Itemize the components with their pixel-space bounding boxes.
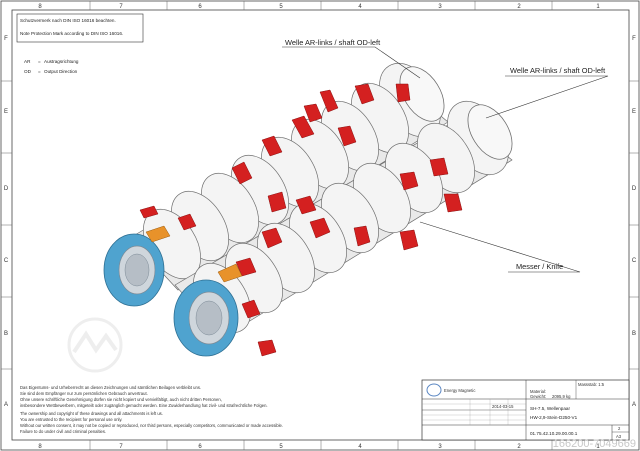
clamp-blocks	[145, 225, 243, 283]
grid-label-right: B	[632, 331, 636, 337]
grid-label-bottom: 3	[438, 444, 442, 450]
disclaimer-line: Failure to do under civil and criminal p…	[20, 429, 106, 434]
legend-text: Output Direction	[44, 69, 78, 74]
callout-shaft-left-1: Welle AR-links / shaft OD-left	[285, 38, 380, 47]
grid-label-right: D	[632, 186, 637, 192]
grid-label-top: 7	[119, 4, 123, 10]
legend-code: AR	[24, 59, 31, 64]
weight-value: 2095,9 kg	[552, 394, 571, 399]
legend-code: OD	[24, 69, 32, 74]
disclaimer-line: Das Eigentums- und Urheberrecht an diese…	[20, 385, 201, 390]
grid-label-bottom: 5	[279, 444, 283, 450]
grid-label-top: 3	[438, 4, 442, 10]
grid-label-top: 5	[279, 4, 283, 10]
legend-sep: =	[38, 69, 41, 74]
callout-leaders	[282, 46, 609, 273]
grid-label-bottom: 6	[198, 444, 202, 450]
title-line-2: HW-2,9-Stein-D250-V1	[530, 415, 578, 420]
sheet-format: A3	[616, 434, 622, 439]
company-logo-icon	[426, 383, 442, 397]
disclaimer-line: Ohne unsere schriftliche Genehmigung dür…	[20, 397, 222, 402]
knife-blades	[139, 83, 463, 357]
drawing-number: 01.75.42.10.29.00.00.1	[530, 431, 578, 436]
callout-shaft-left-2: Welle AR-links / shaft OD-left	[510, 66, 605, 75]
disclaimer-line: The ownership and copyright of these dra…	[20, 411, 163, 416]
grid-label-bottom: 1	[596, 444, 600, 450]
weight-label: Gewicht:	[530, 394, 546, 399]
material-label: Material:	[530, 389, 546, 394]
callout-knife: Messer / Knife	[516, 262, 563, 271]
grid-label-left: F	[4, 36, 8, 42]
protection-note-de: Schutzvermerk nach DIN ISO 16016 beachte…	[20, 18, 116, 23]
watermark-logo	[67, 317, 123, 373]
grid-label-bottom: 8	[38, 444, 42, 450]
upper-flange	[103, 233, 165, 307]
disclaimer-line: insbesondere Wettbewerbern, mitgeteilt o…	[20, 403, 268, 408]
lower-flange	[173, 279, 239, 357]
grid-label-bottom: 2	[517, 444, 521, 450]
grid-label-top: 4	[358, 4, 362, 10]
protection-note-box	[16, 13, 144, 43]
disclaimer-line: You are entrusted to the recipient for p…	[20, 417, 122, 422]
grid-label-bottom: 7	[119, 444, 123, 450]
disclaimer-line: Sie sind dem Empfänger nur zum persönlic…	[20, 391, 148, 396]
sheet-number: 2	[618, 426, 621, 431]
title-block: Energy Magnetic Massstab: 1:5 Material: …	[421, 379, 630, 441]
grid-label-right: E	[632, 109, 636, 115]
legend-text: Austragsrichtung	[44, 59, 79, 64]
protection-note-en: Note Protection Mark according to DIN IS…	[20, 31, 123, 36]
legend: AR = Austragsrichtung OD = Output Direct…	[24, 59, 79, 74]
company-name: Energy Magnetic	[444, 388, 475, 393]
disclaimer: Das Eigentums- und Urheberrecht an diese…	[20, 385, 283, 434]
watermark-text: 166200-7049669	[553, 438, 636, 450]
grid-label-left: C	[4, 258, 9, 264]
grid-label-top: 1	[596, 4, 600, 10]
grid-label-left: A	[4, 402, 8, 408]
shaft-assembly	[103, 63, 513, 357]
title-line-1: SH-7.5, Wellenpaar	[530, 406, 570, 411]
lower-shaft-end-cap	[467, 104, 513, 160]
scale-label: Massstab: 1:5	[578, 382, 605, 387]
grid-label-top: 6	[198, 4, 202, 10]
grid-label-left: D	[4, 186, 9, 192]
grid-label-right: C	[632, 258, 637, 264]
date-value: 2014-03-15	[492, 404, 514, 409]
grid-label-bottom: 4	[358, 444, 362, 450]
grid-label-top: 8	[38, 4, 42, 10]
grid-label-right: F	[632, 36, 636, 42]
legend-sep: =	[38, 59, 41, 64]
grid-label-left: E	[4, 109, 8, 115]
disclaimer-line: Without our written consent, it may not …	[20, 423, 283, 428]
grid-label-left: B	[4, 331, 8, 337]
grid-label-top: 2	[517, 4, 521, 10]
grid-label-right: A	[632, 402, 636, 408]
